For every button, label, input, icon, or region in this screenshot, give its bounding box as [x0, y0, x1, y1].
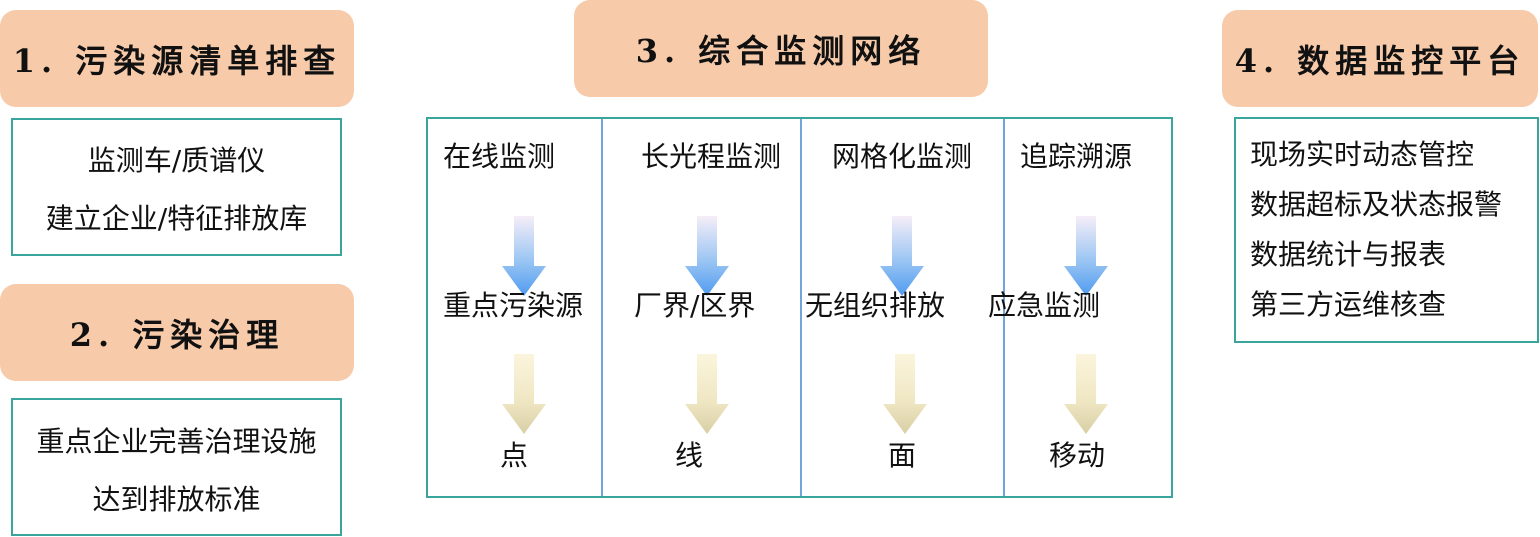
col2-top-label: 长光程监测 — [641, 140, 782, 173]
section4-line-1: 现场实时动态管控 — [1250, 138, 1475, 171]
col1-bottom-label: 点 — [500, 439, 529, 472]
col3-top-label: 网格化监测 — [832, 140, 973, 173]
section2-box: 重点企业完善治理设施 达到排放标准 — [11, 398, 342, 536]
col4-bottom-label: 移动 — [1049, 439, 1106, 472]
column-divider-3 — [1003, 119, 1005, 496]
col2-tan-down-arrow-icon — [685, 354, 729, 434]
col1-middle-label: 重点污染源 — [443, 289, 584, 322]
col4-middle-label: 应急监测 — [988, 289, 1101, 322]
section4-title: 4. 数据监控平台 — [1222, 10, 1538, 107]
column-divider-2 — [800, 119, 802, 496]
section4-box: 现场实时动态管控 数据超标及状态报警 数据统计与报表 第三方运维核查 — [1234, 117, 1539, 343]
col1-tan-down-arrow-icon — [502, 354, 546, 434]
section2-title: 2. 污染治理 — [0, 284, 354, 381]
section1-title-text: 1. 污染源清单排查 — [12, 41, 342, 80]
col4-tan-down-arrow-icon — [1064, 354, 1108, 434]
col2-middle-label: 厂界/区界 — [634, 289, 756, 322]
section1-line-2: 建立企业/特征排放库 — [45, 202, 308, 235]
section2-line-2: 达到排放标准 — [92, 483, 261, 516]
col3-blue-down-arrow-icon — [880, 216, 924, 296]
col1-blue-down-arrow-icon — [502, 216, 546, 296]
section4-line-3: 数据统计与报表 — [1250, 238, 1447, 271]
section2-title-text: 2. 污染治理 — [69, 315, 285, 354]
section3-title-text: 3. 综合监测网络 — [635, 31, 927, 70]
col1-top-label: 在线监测 — [443, 140, 556, 173]
col4-top-label: 追踪溯源 — [1020, 140, 1133, 173]
section1-box: 监测车/质谱仪 建立企业/特征排放库 — [11, 118, 342, 256]
col3-tan-down-arrow-icon — [883, 354, 927, 434]
column-divider-1 — [601, 119, 603, 496]
section4-title-text: 4. 数据监控平台 — [1234, 41, 1526, 80]
col3-middle-label: 无组织排放 — [805, 289, 946, 322]
section4-line-4: 第三方运维核查 — [1250, 288, 1447, 321]
monitoring-network-box: 在线监测 重点污染源 点 长光程监测 厂界/区界 线 网格化监测 无组织排放 面… — [426, 117, 1173, 498]
section3-title: 3. 综合监测网络 — [574, 0, 988, 97]
col2-bottom-label: 线 — [675, 439, 704, 472]
section1-title: 1. 污染源清单排查 — [0, 10, 354, 107]
section1-line-1: 监测车/质谱仪 — [87, 144, 266, 177]
section4-line-2: 数据超标及状态报警 — [1250, 188, 1503, 221]
col2-blue-down-arrow-icon — [685, 216, 729, 296]
col4-blue-down-arrow-icon — [1064, 216, 1108, 296]
col3-bottom-label: 面 — [888, 439, 917, 472]
section2-line-1: 重点企业完善治理设施 — [36, 425, 317, 458]
